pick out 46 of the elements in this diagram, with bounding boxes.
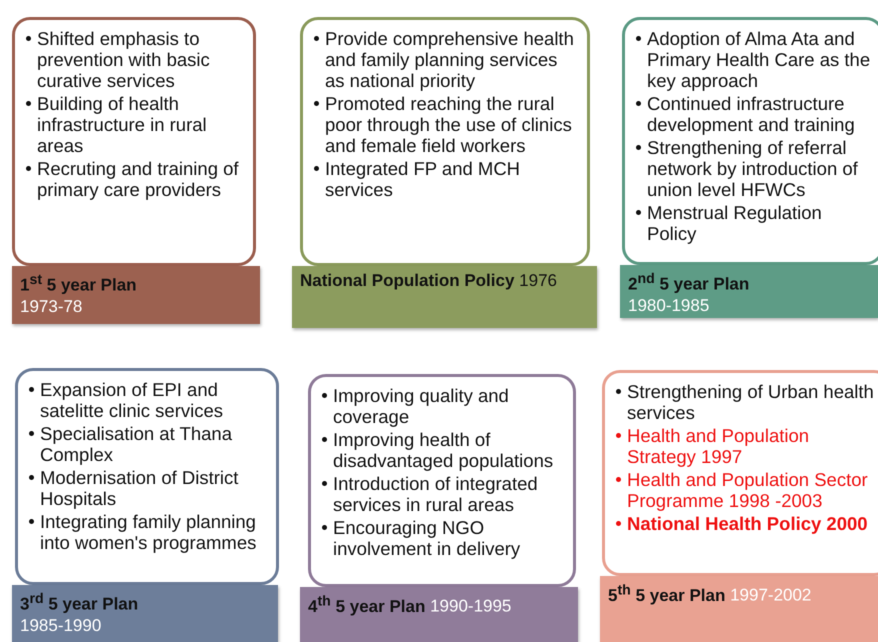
- bullet-text: Shifted emphasis to prevention with basic curative services: [37, 28, 211, 91]
- plan-years: 1990-1995: [430, 596, 512, 616]
- bullet-text: Improving quality and coverage: [333, 385, 510, 427]
- bullet-text: Integrated FP and MCH services: [325, 158, 522, 200]
- plan-card: [15, 368, 279, 585]
- plan-card: [602, 370, 878, 576]
- bullet-text: Modernisation of District Hospitals: [40, 467, 240, 509]
- plan-title: 3$^{rd}$ 5 year Plan: [20, 590, 140, 615]
- plan-title: 5$^{th}$ 5 year Plan: [608, 586, 726, 605]
- bullet-text: Strengthening of referral network by introduction of union level HFWCs: [647, 137, 859, 200]
- bullet-text: Encouraging NGO involvement in delivery: [333, 517, 522, 559]
- bullet-text: Health and Population Sector Programme 1998 -2003: [627, 469, 869, 511]
- plan-banner: [300, 587, 578, 642]
- plan-card: [12, 17, 256, 266]
- plan-years: 1973-78: [20, 296, 84, 317]
- plan-title: 2$^{nd}$ 5 year Plan: [628, 270, 750, 295]
- plan-banner: [12, 585, 278, 642]
- bullet-text: National Health Policy 2000: [627, 513, 869, 534]
- bullet-text: Building of health infrastructure in rural areas: [37, 93, 208, 156]
- bullet-text: Integrating family planning into women's programmes: [40, 511, 258, 553]
- bullet-text: Expansion of EPI and satelitte clinic services: [40, 379, 224, 421]
- plan-title: 4$^{th}$ 5 year Plan: [308, 596, 426, 616]
- bullet-text: Provide comprehensive health and family planning services as national priority: [325, 28, 575, 91]
- bullet-text: Menstrual Regulation Policy: [647, 202, 823, 244]
- plan-banner: [12, 266, 260, 324]
- bullet-text: Recruting and training of primary care providers: [37, 158, 240, 200]
- bullet-text: Health and Population Strategy 1997: [627, 425, 810, 467]
- bullet-text: Continued infrastructure development and training: [647, 93, 856, 135]
- bullet-text: Strengthening of Urban health services: [627, 381, 875, 423]
- bullet-text: Specialisation at Thana Complex: [40, 423, 233, 465]
- plan-banner: [292, 266, 597, 328]
- bullet-text: Introduction of integrated services in rural areas: [333, 473, 539, 515]
- bullet-text: Promoted reaching the rural poor through the use of clinics and female field workers: [325, 93, 573, 156]
- bullet-text: Improving health of disadvantaged populations: [333, 429, 554, 471]
- plan-card: [308, 374, 576, 587]
- plan-title: National Population Policy: [300, 271, 514, 290]
- plan-banner: [620, 265, 878, 318]
- bullet-text: Adoption of Alma Ata and Primary Health Care as the key approach: [647, 28, 872, 91]
- plan-years: 1997-2002: [730, 586, 812, 605]
- plan-years: 1976: [519, 271, 557, 290]
- plan-title: 1$^{st}$ 5 year Plan: [20, 271, 138, 296]
- plan-years: 1985-1990: [20, 614, 102, 636]
- plan-years: 1980-1985: [628, 294, 710, 316]
- plan-card: [622, 17, 878, 265]
- plan-banner: [600, 576, 878, 642]
- plan-card: [300, 17, 590, 266]
